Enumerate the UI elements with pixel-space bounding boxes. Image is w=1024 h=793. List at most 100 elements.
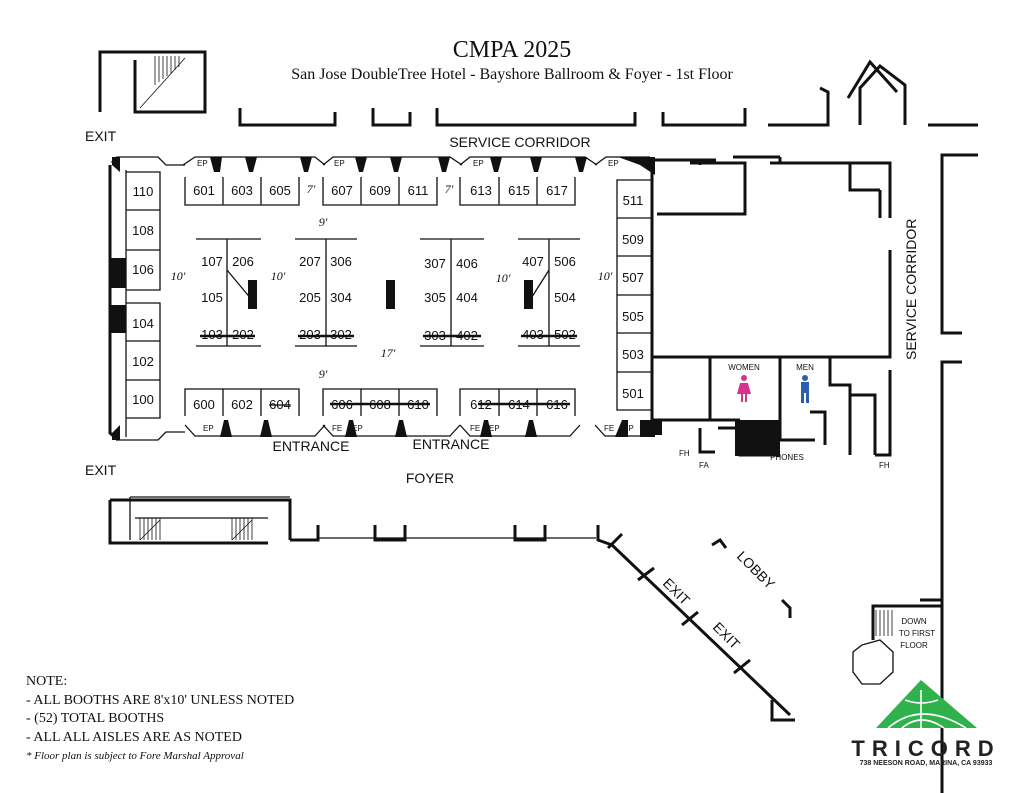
booth-108[interactable]: 108 bbox=[132, 223, 154, 238]
booth-206[interactable]: 206 bbox=[232, 254, 254, 269]
booth-509[interactable]: 509 bbox=[622, 232, 644, 247]
east-wall-booths: 511 509 507 505 503 501 bbox=[616, 179, 652, 411]
foyer-south-wall bbox=[108, 496, 795, 722]
ep-tag: EP bbox=[197, 159, 208, 168]
aisle-10-mid: 10' bbox=[271, 269, 286, 283]
equipment-tags: EP EP EP EP EP FE EP FE EP FE EP bbox=[197, 159, 634, 433]
booth-607[interactable]: 607 bbox=[331, 183, 353, 198]
booth-502[interactable]: 502 bbox=[554, 327, 576, 342]
upper-stairwell bbox=[98, 50, 207, 114]
booth-104[interactable]: 104 bbox=[132, 316, 154, 331]
tricord-brand: TRICORD 738 NEESON ROAD, MARINA, CA 9393… bbox=[850, 736, 1002, 767]
foyer-label: FOYER bbox=[406, 470, 454, 486]
booth-511[interactable]: 511 bbox=[623, 193, 644, 208]
booth-303[interactable]: 303 bbox=[424, 328, 446, 343]
booth-305[interactable]: 305 bbox=[424, 290, 446, 305]
notes-block: NOTE: - ALL BOOTHS ARE 8'x10' UNLESS NOT… bbox=[26, 673, 294, 766]
booth-307[interactable]: 307 bbox=[424, 256, 446, 271]
booth-501[interactable]: 501 bbox=[622, 386, 644, 401]
booth-102[interactable]: 102 bbox=[132, 354, 154, 369]
booth-608[interactable]: 608 bbox=[369, 397, 391, 412]
top-row-booths: 601 603 605 607 609 611 613 615 617 bbox=[184, 177, 576, 206]
booth-503[interactable]: 503 bbox=[622, 347, 644, 362]
entrance-label-west: ENTRANCE bbox=[272, 438, 349, 454]
island-3: 307 406 305 404 303 402 bbox=[420, 238, 484, 347]
west-wall-booths: 110 108 106 104 102 100 bbox=[110, 171, 161, 419]
lobby-walls bbox=[711, 537, 792, 618]
ep-tag: EP bbox=[608, 159, 619, 168]
booth-601[interactable]: 601 bbox=[193, 183, 215, 198]
exit-label-diag-2: EXIT bbox=[710, 619, 744, 653]
booth-505[interactable]: 505 bbox=[622, 309, 644, 324]
booth-402[interactable]: 402 bbox=[456, 328, 478, 343]
booth-609[interactable]: 609 bbox=[369, 183, 391, 198]
booth-306[interactable]: 306 bbox=[330, 254, 352, 269]
booth-105[interactable]: 105 bbox=[201, 290, 223, 305]
island-2: 207 306 205 304 203 302 bbox=[295, 238, 357, 347]
aisle-7-right: 7' bbox=[445, 182, 454, 196]
aisle-10-east: 10' bbox=[496, 271, 511, 285]
aisle-17-center: 17' bbox=[381, 346, 396, 360]
booth-106[interactable]: 106 bbox=[132, 262, 154, 277]
booth-504[interactable]: 504 bbox=[554, 290, 576, 305]
ep-tag: EP bbox=[352, 424, 363, 433]
exit-label-diag-1: EXIT bbox=[660, 575, 694, 609]
booth-406[interactable]: 406 bbox=[456, 256, 478, 271]
lobby-label: LOBBY bbox=[734, 548, 779, 593]
booth-403[interactable]: 403 bbox=[522, 327, 544, 342]
booth-103[interactable]: 103 bbox=[201, 327, 223, 342]
exit-label-upper: EXIT bbox=[85, 128, 117, 144]
booth-203[interactable]: 203 bbox=[299, 327, 321, 342]
women-icon bbox=[737, 375, 751, 402]
service-corridor-label-right: SERVICE CORRIDOR bbox=[903, 219, 919, 360]
booth-507[interactable]: 507 bbox=[622, 270, 644, 285]
booth-600[interactable]: 600 bbox=[193, 397, 215, 412]
service-corridor-right bbox=[920, 153, 978, 793]
booth-407[interactable]: 407 bbox=[522, 254, 544, 269]
booth-602[interactable]: 602 bbox=[231, 397, 253, 412]
note-item: - ALL ALL AISLES ARE AS NOTED bbox=[26, 729, 242, 745]
booth-616[interactable]: 616 bbox=[546, 397, 568, 412]
plan-title: CMPA 2025 bbox=[453, 37, 572, 63]
booth-606[interactable]: 606 bbox=[331, 397, 353, 412]
booth-610[interactable]: 610 bbox=[407, 397, 429, 412]
fe-tag: FE bbox=[604, 424, 614, 433]
aisle-9-south: 9' bbox=[319, 367, 328, 381]
booth-506[interactable]: 506 bbox=[554, 254, 576, 269]
booth-404[interactable]: 404 bbox=[456, 290, 478, 305]
booth-605[interactable]: 605 bbox=[269, 183, 291, 198]
notes-heading: NOTE: bbox=[26, 674, 68, 689]
booth-202[interactable]: 202 bbox=[232, 327, 254, 342]
ep-tag: EP bbox=[473, 159, 484, 168]
notes-disclaimer: * Floor plan is subject to Fore Marshal … bbox=[26, 750, 244, 762]
tricord-logo-mark bbox=[876, 680, 977, 729]
booth-611[interactable]: 611 bbox=[408, 183, 429, 198]
booth-100[interactable]: 100 bbox=[132, 392, 154, 407]
booth-302[interactable]: 302 bbox=[330, 327, 352, 342]
island-4: 407 506 504 403 502 bbox=[518, 238, 580, 347]
note-item: - ALL BOOTHS ARE 8'x10' UNLESS NOTED bbox=[26, 692, 295, 708]
ep-tag: EP bbox=[623, 424, 634, 433]
women-restroom-label: WOMEN bbox=[728, 363, 760, 372]
entrance-label-east: ENTRANCE bbox=[412, 436, 489, 452]
phones-label: PHONES bbox=[770, 453, 804, 462]
down-stair bbox=[852, 604, 942, 685]
north-wall-segments bbox=[238, 59, 978, 127]
booth-614[interactable]: 614 bbox=[508, 397, 530, 412]
booth-304[interactable]: 304 bbox=[330, 290, 352, 305]
booth-604[interactable]: 604 bbox=[269, 397, 291, 412]
booth-603[interactable]: 603 bbox=[231, 183, 253, 198]
booth-617[interactable]: 617 bbox=[546, 183, 568, 198]
booth-107[interactable]: 107 bbox=[201, 254, 223, 269]
booth-207[interactable]: 207 bbox=[299, 254, 321, 269]
service-corridor-label-top: SERVICE CORRIDOR bbox=[449, 134, 590, 150]
aisle-10-far-east: 10' bbox=[598, 269, 613, 283]
booth-612[interactable]: 612 bbox=[470, 397, 492, 412]
booth-110[interactable]: 110 bbox=[133, 184, 154, 199]
aisle-dimensions: 7' 7' 9' 9' 17' 10' 10' 10' 10' bbox=[171, 182, 613, 381]
booth-615[interactable]: 615 bbox=[508, 183, 530, 198]
booth-613[interactable]: 613 bbox=[470, 183, 492, 198]
brand-address: 738 NEESON ROAD, MARINA, CA 93933 bbox=[859, 760, 993, 767]
booth-205[interactable]: 205 bbox=[299, 290, 321, 305]
exit-label-lower: EXIT bbox=[85, 462, 117, 478]
